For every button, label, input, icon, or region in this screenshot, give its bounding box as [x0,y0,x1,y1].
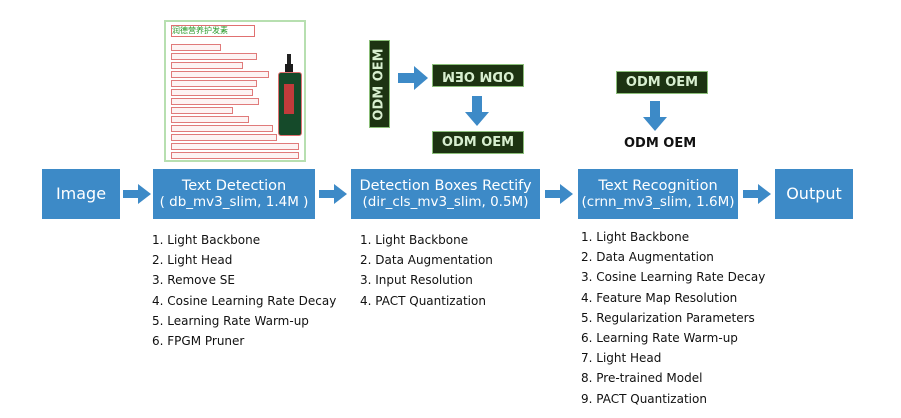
rotated-text-label: ODM OEM [441,68,515,83]
vertical-text-crop: ODM OEM [369,40,390,128]
recognized-text: ODM OEM [624,136,697,151]
detection-box [171,143,299,150]
arrow-down-icon [465,96,489,126]
detection-box [171,89,253,96]
detection-rectify-box: Detection Boxes Rectify (dir_cls_mv3_sli… [351,169,540,219]
rotated-text-crop: ODM OEM [432,64,524,87]
list-item: 4. Cosine Learning Rate Decay [152,293,337,308]
image-box-label: Image [55,183,107,203]
recognition-text-crop: ODM OEM [616,71,708,94]
rectified-text-crop: ODM OEM [432,131,524,154]
detection-rectify-subtitle: (dir_cls_mv3_slim, 0.5M) [362,193,529,210]
list-item: 9. PACT Quantization [581,391,707,406]
list-item: 1. Light Backbone [152,233,261,247]
detection-box [171,98,259,105]
list-item: 6. FPGM Pruner [152,334,245,349]
bottle-neck-icon [285,64,293,72]
arrow-right-icon [123,184,151,204]
list-item: 5. Regularization Parameters [581,310,755,325]
detection-box [171,107,233,114]
list-item: 3. Remove SE [152,273,235,288]
detection-box [171,125,273,132]
list-item: 1. Light Backbone [360,233,469,247]
list-item: 3. Input Resolution [360,273,473,288]
detection-box [171,116,249,123]
list-item: 4. PACT Quantization [360,293,486,308]
arrow-right-icon [398,66,428,90]
detection-box [171,62,243,69]
image-box: Image [42,169,120,219]
detection-box [171,71,269,78]
detection-box [171,152,299,159]
output-box: Output [775,169,853,219]
text-detection-title: Text Detection [181,177,287,194]
list-item: 3. Cosine Learning Rate Decay [581,270,766,285]
detection-box [171,80,257,87]
list-item: 2. Data Augmentation [581,250,714,265]
detection-technique-list: 1. Light Backbone 2. Light Head 3. Remov… [152,230,336,351]
output-box-label: Output [786,183,842,203]
bottle-pump-icon [287,54,291,64]
detection-rectify-title: Detection Boxes Rectify [359,177,532,194]
rectify-technique-list: 1. Light Backbone 2. Data Augmentation 3… [360,230,493,311]
list-item: 5. Learning Rate Warm-up [152,313,309,328]
list-item: 2. Data Augmentation [360,253,493,268]
arrow-right-icon [319,184,347,204]
text-recognition-subtitle: (crnn_mv3_slim, 1.6M) [581,193,735,210]
recognition-technique-list: 1. Light Backbone 2. Data Augmentation 3… [581,227,765,409]
recognition-crop-label: ODM OEM [625,75,699,90]
text-recognition-box: Text Recognition (crnn_mv3_slim, 1.6M) [578,169,738,219]
detected-heading-box: 润德营养护发素 [171,25,255,37]
list-item: 8. Pre-trained Model [581,371,703,386]
list-item: 4. Feature Map Resolution [581,290,738,305]
text-recognition-title: Text Recognition [598,177,718,194]
detection-box [171,134,277,141]
bottle-label-icon [284,84,294,114]
arrow-right-icon [545,184,573,204]
list-item: 2. Light Head [152,253,233,268]
detection-box [171,53,257,60]
list-item: 6. Learning Rate Warm-up [581,331,738,346]
detection-box [171,44,221,51]
arrow-down-icon [643,101,667,131]
list-item: 1. Light Backbone [581,230,690,244]
rectified-text-label: ODM OEM [441,135,515,150]
text-detection-box: Text Detection ( db_mv3_slim, 1.4M ) [153,169,315,219]
sample-product-image: 润德营养护发素 [164,20,306,162]
vertical-text-label: ODM OEM [372,47,387,121]
arrow-right-icon [743,184,771,204]
text-detection-subtitle: ( db_mv3_slim, 1.4M ) [159,193,309,210]
list-item: 7. Light Head [581,351,662,366]
